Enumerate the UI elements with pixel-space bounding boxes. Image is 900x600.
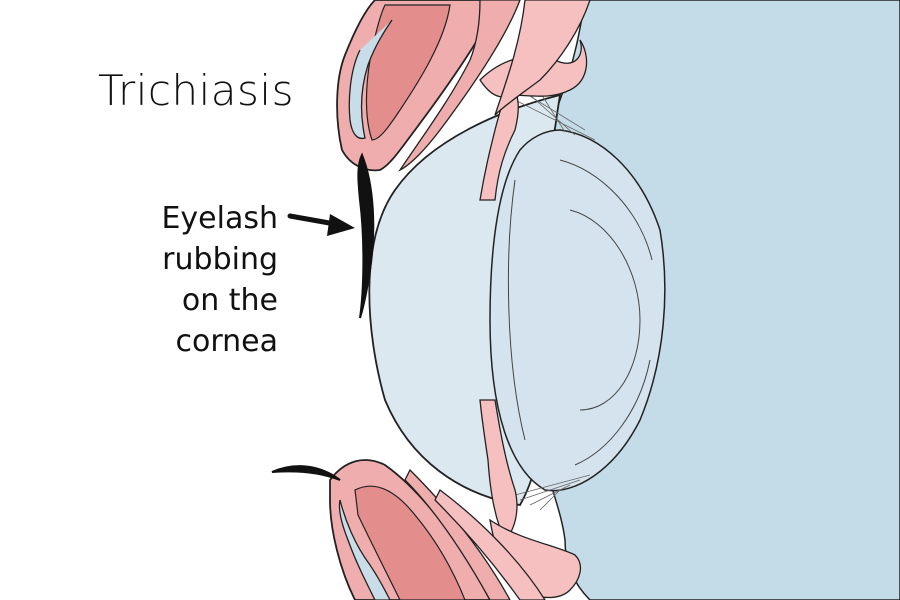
callout-arrow (287, 213, 355, 236)
lower-eyelash (271, 465, 341, 481)
callout-line: cornea (175, 324, 278, 359)
diagram-title: Trichiasis (98, 66, 294, 115)
lens (489, 129, 666, 492)
lens-detail (574, 359, 651, 466)
lens-detail (507, 179, 526, 441)
ingrown-eyelash (357, 152, 375, 319)
callout-label: Eyelash rubbing on the cornea (130, 198, 278, 362)
upper-eyelid (336, 0, 521, 172)
callout-line: rubbing (162, 242, 278, 277)
lower-eyelid (329, 459, 546, 600)
upper-conjunctiva (494, 0, 591, 116)
lens-detail (569, 209, 641, 411)
zonule-fibers (514, 89, 596, 511)
upper-iris (479, 78, 519, 201)
callout-line: on the (181, 283, 278, 318)
callout-line: Eyelash (161, 201, 278, 236)
lens-detail (559, 159, 653, 261)
